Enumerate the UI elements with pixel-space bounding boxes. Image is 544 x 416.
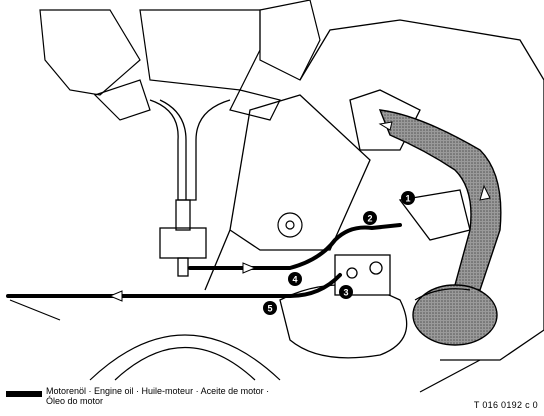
reference-code: T 016 0192 c 0	[473, 400, 538, 410]
oil-channel-upper	[378, 109, 502, 291]
callout-3: 3	[339, 285, 353, 299]
engine-oil-line	[6, 223, 402, 298]
legend-line-1: Motorenöl · Engine oil · Huile-moteur · …	[46, 386, 270, 396]
svg-text:5: 5	[267, 304, 272, 314]
legend: Motorenöl · Engine oil · Huile-moteur · …	[46, 386, 306, 406]
flow-arrows	[108, 121, 491, 302]
oil-channel-lower	[412, 284, 498, 346]
callout-1: 1	[401, 191, 415, 205]
svg-text:3: 3	[343, 288, 348, 298]
svg-text:1: 1	[405, 194, 410, 204]
callout-4: 4	[288, 272, 302, 286]
callout-5: 5	[263, 301, 277, 315]
lower-pulley	[9, 299, 481, 393]
central-tube	[149, 99, 231, 277]
legend-line-2: Óleo do motor	[46, 396, 104, 406]
upper-cover-outline	[39, 0, 321, 121]
callout-2: 2	[363, 211, 377, 225]
svg-text:2: 2	[367, 214, 372, 224]
svg-text:4: 4	[292, 275, 297, 285]
inspection-circle	[277, 212, 303, 238]
legend-oil-swatch	[6, 391, 42, 397]
